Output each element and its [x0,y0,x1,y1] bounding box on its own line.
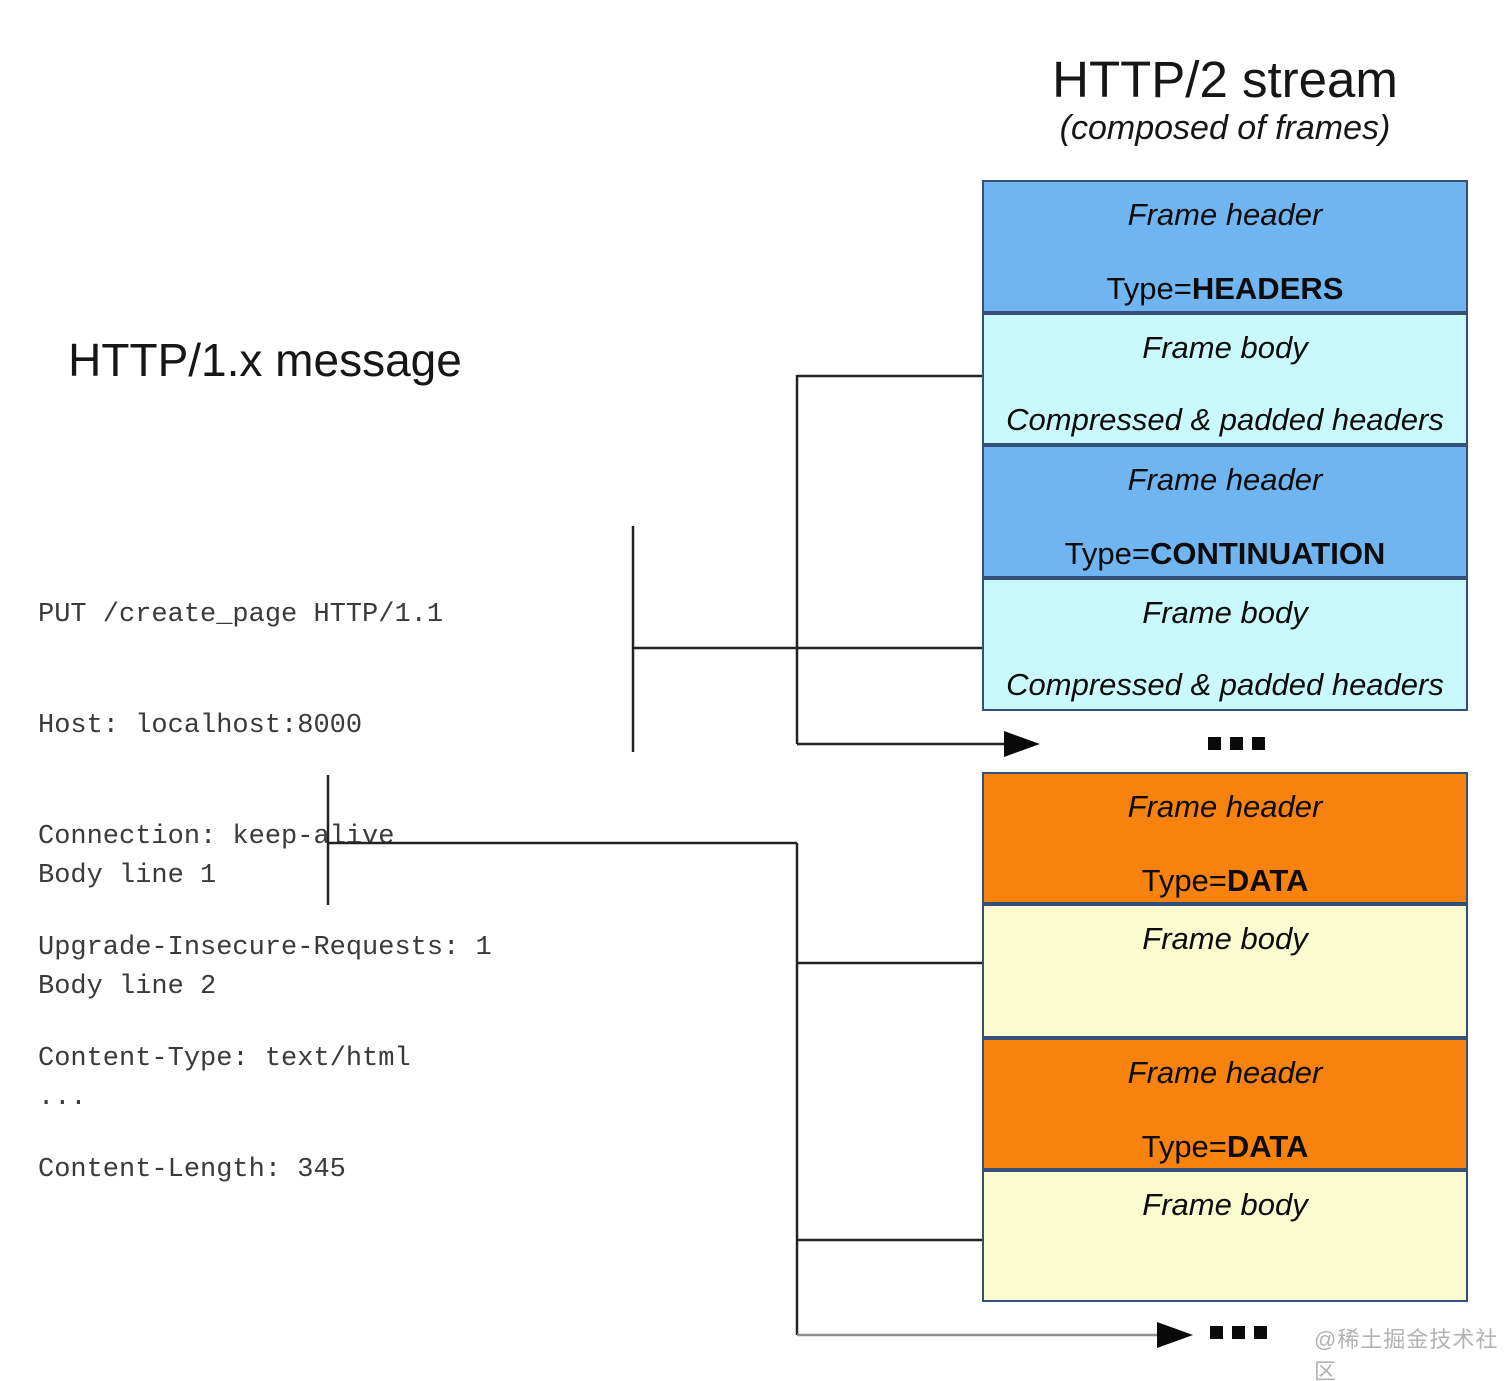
http1-body-lines: Body line 1 Body line 2 ... [38,784,216,1191]
frame-body-continuation-box: Frame body Compressed & padded headers [982,578,1468,711]
body-line: Body line 2 [38,972,217,1002]
type-value: DATA [1226,863,1309,898]
frame-body-label: Frame body [1142,330,1308,365]
ellipsis-dot-icon [1210,1326,1223,1339]
ellipsis-dot-icon [1252,737,1265,750]
http2-stream-subtitle: (composed of frames) [1059,109,1391,147]
frame-type-continuation: Type=CONTINUATION [1065,538,1386,569]
request-line: Host: localhost:8000 [38,711,363,741]
type-value: CONTINUATION [1149,536,1386,571]
body-line: Body line 1 [38,861,217,891]
request-line: Connection: keep-alive [38,822,395,852]
frames-ellipsis [1208,737,1265,750]
arrow-head-icon [1157,1322,1193,1348]
frame-header-data1-box: Frame header Type=DATA [982,772,1468,904]
frame-body-label: Frame body [1142,595,1308,630]
type-value: HEADERS [1191,271,1344,306]
frame-body-sublabel: Compressed & padded headers [1006,667,1444,702]
frame-type-data: Type=DATA [1142,1131,1309,1162]
frame-header-continuation-box: Frame header Type=CONTINUATION [982,445,1468,578]
ellipsis-dot-icon [1208,737,1221,750]
watermark: @稀土掘金技术社区 [1314,1327,1499,1381]
request-line: Upgrade-Insecure-Requests: 1 [38,933,492,963]
type-prefix: Type= [1141,1129,1227,1164]
request-line: Content-Type: text/html [38,1044,411,1074]
request-line: Content-Length: 345 [38,1155,346,1185]
frame-header-label: Frame header [1127,197,1323,232]
frame-header-label: Frame header [1127,789,1323,824]
frame-header-label: Frame header [1127,462,1323,497]
type-value: DATA [1226,1129,1309,1164]
frame-type-headers: Type=HEADERS [1107,273,1344,304]
frame-header-data2-box: Frame header Type=DATA [982,1038,1468,1170]
http1-request-lines: PUT /create_page HTTP/1.1 Host: localhos… [38,523,492,1263]
http2-stream-title: HTTP/2 stream [1052,51,1398,108]
http1-message-title: HTTP/1.x message [68,334,462,386]
type-prefix: Type= [1064,536,1150,571]
type-prefix: Type= [1106,271,1192,306]
ellipsis-dot-icon [1230,737,1243,750]
ellipsis-dot-icon [1232,1326,1245,1339]
frame-body-sublabel: Compressed & padded headers [1006,402,1444,437]
frame-body-data2-box: Frame body [982,1170,1468,1302]
ellipsis-dot-icon [1254,1326,1267,1339]
frames-ellipsis-bottom [1210,1326,1267,1339]
body-line: ... [38,1083,87,1113]
frame-type-data: Type=DATA [1142,865,1309,896]
frame-body-headers-box: Frame body Compressed & padded headers [982,313,1468,445]
frame-body-data1-box: Frame body [982,904,1468,1038]
frame-body-label: Frame body [1142,1187,1308,1222]
arrow-head-icon [1004,731,1040,757]
type-prefix: Type= [1141,863,1227,898]
frame-header-headers-box: Frame header Type=HEADERS [982,180,1468,313]
frame-body-label: Frame body [1142,921,1308,956]
request-line: PUT /create_page HTTP/1.1 [38,600,444,630]
headers-bracket [631,363,1040,757]
frame-header-label: Frame header [1127,1055,1323,1090]
